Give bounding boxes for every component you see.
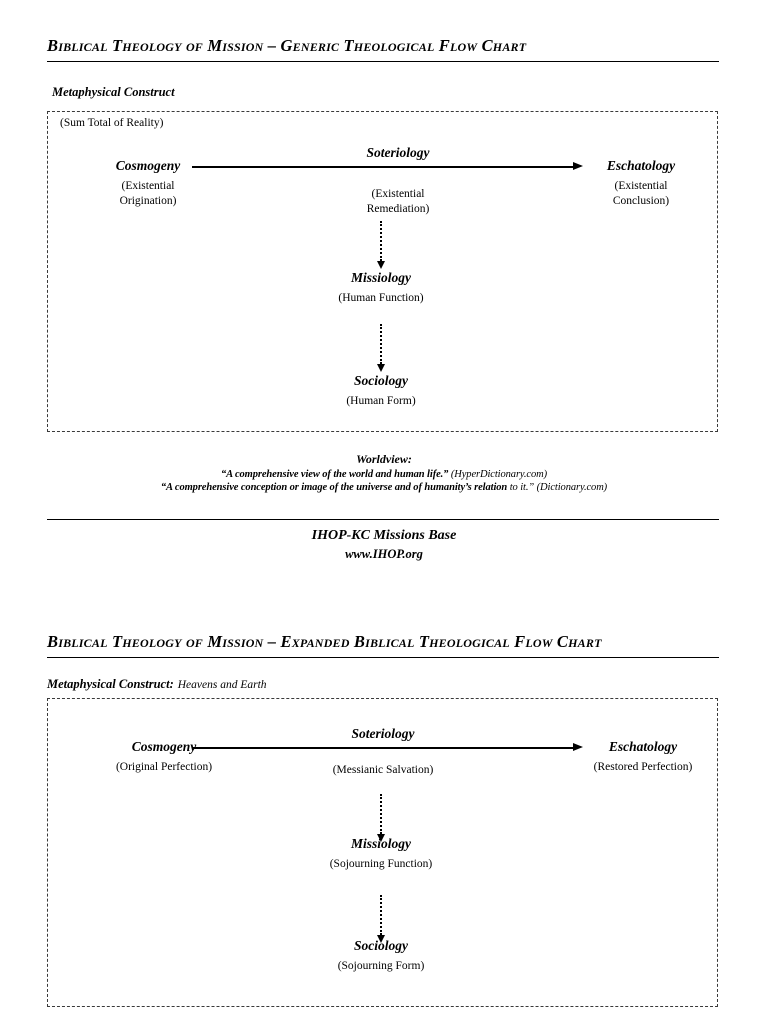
node-term: Cosmogeny (131, 739, 197, 754)
arrow-head (377, 935, 385, 943)
node-eschatology-1: Eschatology (Existential Conclusion) (571, 158, 711, 209)
arrow-head (573, 162, 583, 171)
node-gloss: (Existential Origination) (78, 175, 218, 209)
node-term: Sociology (354, 373, 408, 388)
node-gloss: (Existential Remediation) (313, 183, 483, 217)
node-term: Missiology (350, 270, 411, 285)
node-gloss-line-2: Origination) (119, 195, 177, 208)
node-term: Soteriology (351, 726, 415, 741)
section-1-box-note: (Sum Total of Reality) (60, 117, 164, 129)
node-sociology-2: Sociology (Sojourning Form) (281, 938, 481, 974)
node-gloss-line-1: (Messianic Salvation) (332, 764, 434, 776)
construct-value-text (175, 87, 179, 99)
section-1-construct-label: Metaphysical Construct (52, 85, 179, 100)
node-gloss: (Original Perfection) (64, 756, 264, 775)
section-1-heading: Biblical Theology of Mission – Generic T… (47, 36, 719, 62)
node-gloss: (Restored Perfection) (543, 756, 743, 775)
node-soteriology-1: Soteriology (313, 145, 483, 162)
node-missiology-1: Missiology (Human Function) (296, 270, 466, 306)
arrow-soteriology-to-missiology-1 (377, 221, 386, 269)
node-term: Missiology (350, 836, 411, 851)
node-sociology-1: Sociology (Human Form) (296, 373, 466, 409)
arrow-head (573, 743, 583, 752)
section-1-heading-text: Biblical Theology of Mission – Generic T… (47, 36, 527, 55)
node-gloss-line-1: (Human Form) (346, 394, 416, 407)
node-gloss-line-1: (Original Perfection) (115, 760, 213, 773)
node-gloss-line-1: (Existential (614, 179, 668, 192)
footer-org-name: IHOP-KC Missions Base (311, 528, 457, 543)
node-term: Soteriology (366, 145, 430, 160)
node-missiology-2: Missiology (Sojourning Function) (281, 836, 481, 872)
footer-website[interactable]: www.IHOP.org (345, 546, 423, 561)
node-gloss: (Human Function) (296, 287, 466, 306)
node-term: Eschatology (608, 739, 678, 754)
worldview-title: Worldview: (356, 452, 412, 466)
node-cosmogeny-1: Cosmogeny (Existential Origination) (78, 158, 218, 209)
node-gloss: (Messianic Salvation) (283, 759, 483, 778)
worldview-quote-2-text: “A comprehensive conception or image of … (160, 482, 508, 494)
footer-divider (47, 519, 719, 520)
construct-label-text: Metaphysical Construct: (47, 677, 174, 691)
node-gloss: (Sojourning Form) (281, 955, 481, 974)
node-gloss-line-1: (Sojourning Function) (329, 857, 433, 870)
worldview-quote-1: “A comprehensive view of the world and h… (0, 468, 768, 482)
section-2-heading-text: Biblical Theology of Mission – Expanded … (47, 632, 602, 651)
section-2-diagram-box: Cosmogeny (Original Perfection) Soteriol… (47, 698, 718, 1007)
node-gloss-line-1: (Human Function) (338, 291, 424, 304)
node-soteriology-2-gloss: (Messianic Salvation) (283, 759, 483, 778)
node-term: Eschatology (606, 158, 676, 173)
arrow-shaft (192, 747, 574, 749)
node-gloss-line-1: (Restored Perfection) (593, 760, 693, 773)
node-term: Cosmogeny (115, 158, 181, 173)
construct-label-text: Metaphysical Construct (52, 85, 175, 99)
node-gloss-line-1: (Sojourning Form) (337, 959, 425, 972)
node-gloss-line-1: (Existential (371, 188, 425, 200)
node-soteriology-1-gloss: (Existential Remediation) (313, 183, 483, 217)
arrow-head (377, 364, 385, 372)
arrow-dots (380, 324, 382, 364)
arrow-missiology-to-sociology-1 (377, 324, 386, 372)
worldview-quote-1-source: (HyperDictionary.com) (450, 468, 548, 480)
worldview-block: Worldview: “A comprehensive view of the … (0, 452, 768, 495)
node-gloss-line-2: Remediation) (366, 203, 430, 216)
worldview-quote-2-tail: to it.” (509, 482, 535, 494)
node-gloss-line-2: Conclusion) (612, 195, 670, 208)
worldview-quote-2-source: (Dictionary.com) (536, 482, 608, 494)
node-gloss: (Existential Conclusion) (571, 175, 711, 209)
section-2-construct-label: Metaphysical Construct:Heavens and Earth (47, 677, 267, 692)
arrow-head (377, 261, 385, 269)
arrow-cosmogeny-to-eschatology-2 (192, 743, 583, 753)
node-eschatology-2: Eschatology (Restored Perfection) (543, 739, 743, 775)
arrow-head (377, 834, 385, 842)
node-term: Sociology (354, 938, 408, 953)
arrow-dots (380, 895, 382, 935)
worldview-quote-2: “A comprehensive conception or image of … (0, 481, 768, 495)
arrow-soteriology-to-missiology-2 (377, 794, 386, 842)
arrow-cosmogeny-to-eschatology-1 (192, 162, 583, 172)
node-cosmogeny-2: Cosmogeny (Original Perfection) (64, 739, 264, 775)
construct-value-text: Heavens and Earth (177, 679, 267, 691)
node-gloss: (Human Form) (296, 390, 466, 409)
section-2-heading: Biblical Theology of Mission – Expanded … (47, 632, 719, 658)
node-gloss: (Sojourning Function) (281, 853, 481, 872)
arrow-missiology-to-sociology-2 (377, 895, 386, 943)
arrow-dots (380, 794, 382, 834)
node-soteriology-2: Soteriology (298, 726, 468, 743)
arrow-dots (380, 221, 382, 261)
arrow-shaft (192, 166, 574, 168)
footer-block: IHOP-KC Missions Base www.IHOP.org (0, 527, 768, 563)
node-gloss-line-1: (Existential (121, 179, 175, 192)
section-1-diagram-box: (Sum Total of Reality) Cosmogeny (Existe… (47, 111, 718, 432)
worldview-quote-1-text: “A comprehensive view of the world and h… (220, 468, 449, 480)
